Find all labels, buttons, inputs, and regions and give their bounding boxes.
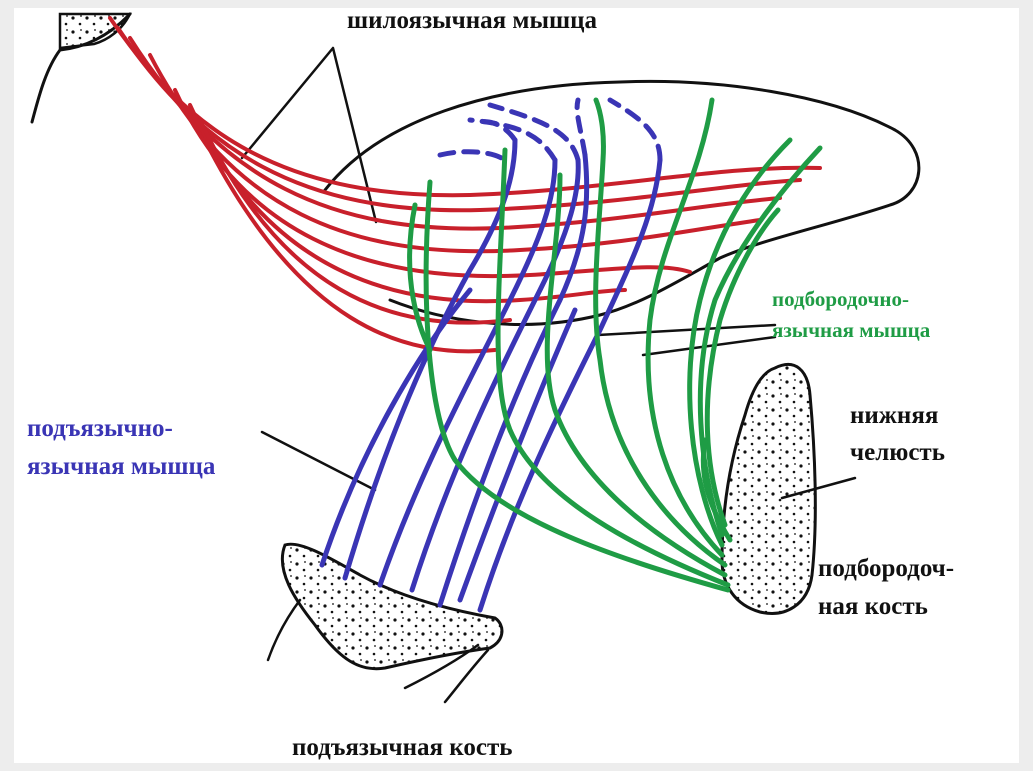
hyoglossus-fibers — [322, 100, 660, 610]
styloglossus-pointer-line — [242, 48, 376, 222]
genioglossus-label-line2: язычная мышца — [772, 320, 930, 341]
mental-protuberance-label-line1: подбородоч- — [818, 556, 954, 581]
hyoglossus-label-line2: язычная мышца — [27, 454, 215, 479]
hyoid-label: подъязычная кость — [292, 735, 512, 760]
mandible-label-line2: челюсть — [850, 440, 945, 465]
styloglossus-label: шилоязычная мышца — [347, 8, 597, 33]
genioglossus-pointer-line-1 — [598, 325, 775, 335]
hyoglossus-pointer-line — [262, 432, 375, 490]
mandible-label-line1: нижняя — [850, 403, 938, 428]
hyoglossus-label-line1: подъязычно- — [27, 416, 173, 441]
genioglossus-pointer-line-2 — [643, 337, 775, 355]
mental-protuberance-label-line2: ная кость — [818, 594, 928, 619]
genioglossus-label-line1: подбородочно- — [772, 289, 909, 310]
mandible-bone — [722, 364, 815, 613]
